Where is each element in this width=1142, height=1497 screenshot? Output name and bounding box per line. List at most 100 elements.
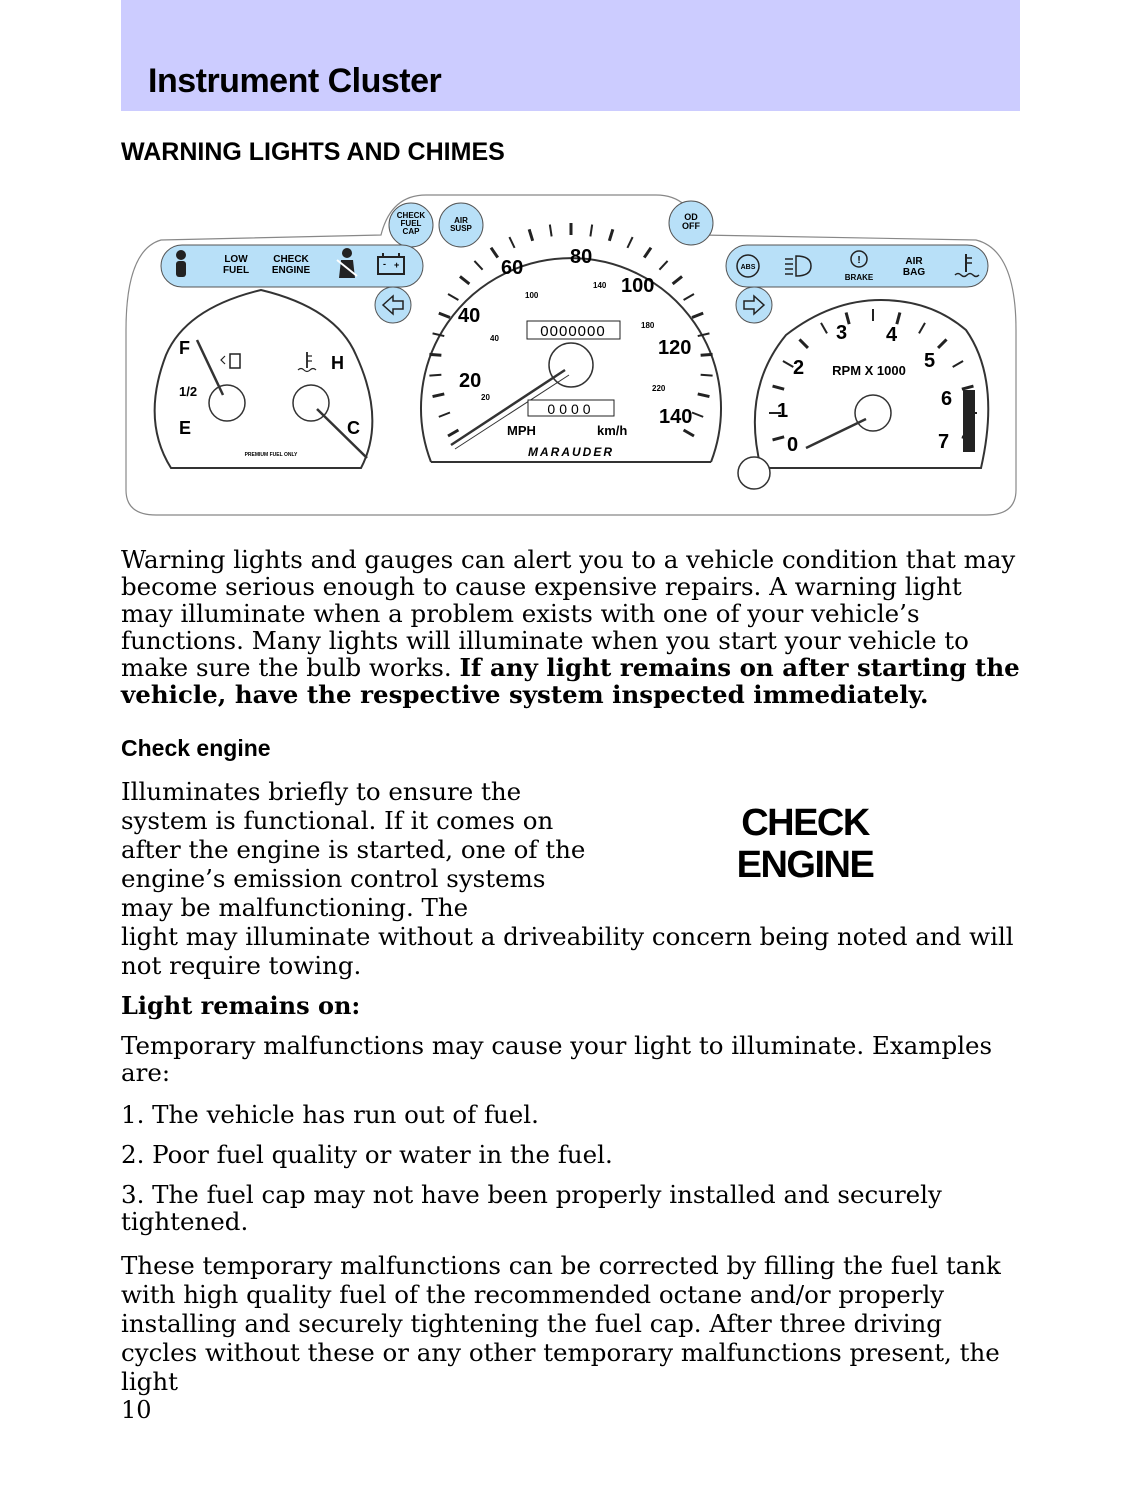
speedometer: 20 40 60 80 100 120 140 20 40 100 140 18… bbox=[420, 223, 722, 463]
gauge-tick bbox=[589, 224, 594, 237]
gauge-tick bbox=[697, 392, 710, 399]
gauge-tick bbox=[642, 246, 653, 259]
gauge-tick bbox=[459, 275, 471, 286]
fuel-note: PREMIUM FUEL ONLY bbox=[245, 452, 298, 458]
temp-cold-label: C bbox=[347, 418, 360, 438]
gauge-tick bbox=[961, 384, 974, 391]
tach-unit: RPM X 1000 bbox=[832, 363, 906, 378]
trip-odometer: 0000 bbox=[547, 401, 594, 417]
kmh-label-40: 40 bbox=[490, 334, 499, 343]
gauge-tick bbox=[548, 224, 553, 237]
temp-hot-label: H bbox=[331, 353, 344, 373]
kmh-label-180: 180 bbox=[641, 321, 655, 330]
gauge-tick bbox=[691, 311, 704, 319]
turn-right-icon bbox=[735, 286, 773, 324]
gauge-tick bbox=[527, 228, 535, 242]
check-engine-description: Illuminates briefly to ensure the system… bbox=[121, 777, 586, 922]
gauge-tick bbox=[429, 352, 442, 357]
fuel-empty-label: E bbox=[179, 418, 191, 438]
speedo-label-40: 40 bbox=[458, 305, 480, 327]
tach-label-5: 5 bbox=[924, 350, 935, 372]
battery-icon: - + bbox=[377, 253, 405, 275]
gauge-tick bbox=[697, 332, 710, 338]
gauge-tick bbox=[671, 275, 683, 286]
intro-text: Warning lights and gauges can alert you … bbox=[121, 545, 1016, 682]
headlamp-icon bbox=[785, 255, 812, 277]
gauge-tick bbox=[936, 338, 948, 350]
fuel-pump-icon bbox=[220, 353, 241, 369]
gauge-tick bbox=[626, 236, 634, 249]
gauge-tick bbox=[820, 322, 828, 334]
speedo-label-20: 20 bbox=[459, 370, 481, 392]
gauge-tick bbox=[683, 293, 695, 301]
gauge-tick bbox=[438, 311, 451, 319]
kmh-label-140: 140 bbox=[593, 281, 607, 290]
gauge-tick bbox=[489, 246, 500, 259]
check-engine-description-continued: light may illuminate without a driveabil… bbox=[121, 922, 1014, 980]
temp-gauge-icon bbox=[297, 352, 317, 373]
gauge-tick bbox=[952, 360, 964, 368]
gauge-tick bbox=[447, 293, 459, 301]
brake-icon: ! BRAKE bbox=[845, 250, 874, 282]
gauge-tick bbox=[682, 428, 695, 438]
speedometer-ticks bbox=[429, 223, 713, 438]
gauge-tick bbox=[432, 332, 445, 338]
tach-label-7: 7 bbox=[938, 431, 949, 453]
gauge-tick bbox=[700, 373, 713, 377]
page-title: Instrument Cluster bbox=[148, 62, 442, 100]
light-remains-on-heading: Light remains on: bbox=[121, 991, 361, 1020]
fuel-full-label: F bbox=[179, 338, 190, 358]
svg-text:ABS: ABS bbox=[741, 264, 756, 271]
kmh-label-20: 20 bbox=[481, 393, 490, 402]
svg-text:!: ! bbox=[857, 255, 860, 266]
tachometer: 0 1 2 3 4 5 6 7 RPM X 1000 bbox=[753, 298, 990, 469]
brand-name: MARAUDER bbox=[528, 445, 614, 459]
section-heading: WARNING LIGHTS AND CHIMES bbox=[121, 138, 505, 166]
intro-paragraph: Warning lights and gauges can alert you … bbox=[121, 546, 1021, 708]
tach-label-4: 4 bbox=[886, 324, 898, 346]
kmh-label-100: 100 bbox=[525, 291, 539, 300]
list-item: 2. Poor fuel quality or water in the fue… bbox=[121, 1140, 613, 1169]
page-number: 10 bbox=[121, 1396, 152, 1424]
mph-unit: MPH bbox=[507, 423, 536, 438]
gauge-tick bbox=[700, 352, 713, 357]
gauge-tick bbox=[772, 384, 785, 391]
gauge-tick bbox=[772, 435, 785, 442]
turn-left-icon bbox=[374, 286, 412, 324]
speedo-label-120: 120 bbox=[658, 337, 691, 359]
kmh-unit: km/h bbox=[597, 423, 627, 438]
list-item: 3. The fuel cap may not have been proper… bbox=[121, 1180, 942, 1236]
gauge-tick bbox=[782, 360, 794, 368]
intro-bold-text: If any light remains on after starting t… bbox=[121, 653, 1020, 709]
fuel-half-label: 1/2 bbox=[179, 384, 197, 399]
gauge-tick bbox=[918, 322, 926, 334]
kmh-label-220: 220 bbox=[652, 384, 666, 393]
check-engine-badge-line2: ENGINE bbox=[736, 844, 875, 886]
check-engine-badge-line1: CHECK bbox=[741, 802, 870, 844]
speedo-label-80: 80 bbox=[570, 246, 592, 268]
tach-label-3: 3 bbox=[836, 322, 847, 344]
gauge-tick bbox=[508, 236, 516, 249]
check-engine-indicator-graphic: CHECK ENGINE bbox=[716, 802, 894, 886]
gauge-tick bbox=[447, 428, 460, 438]
seatbelt-person-icon bbox=[336, 248, 358, 278]
tach-label-0: 0 bbox=[787, 434, 798, 456]
check-engine-heading: Check engine bbox=[121, 735, 271, 761]
gauge-tick bbox=[473, 260, 484, 271]
corrective-paragraph: These temporary malfunctions can be corr… bbox=[121, 1251, 1001, 1396]
tach-label-1: 1 bbox=[777, 400, 788, 422]
speedo-label-100: 100 bbox=[621, 275, 654, 297]
tach-label-6: 6 bbox=[941, 388, 952, 410]
odometer: 0000000 bbox=[540, 323, 605, 340]
seatbelt-icon bbox=[176, 250, 186, 277]
gauge-tick bbox=[607, 228, 615, 242]
gauge-tick bbox=[432, 392, 445, 399]
